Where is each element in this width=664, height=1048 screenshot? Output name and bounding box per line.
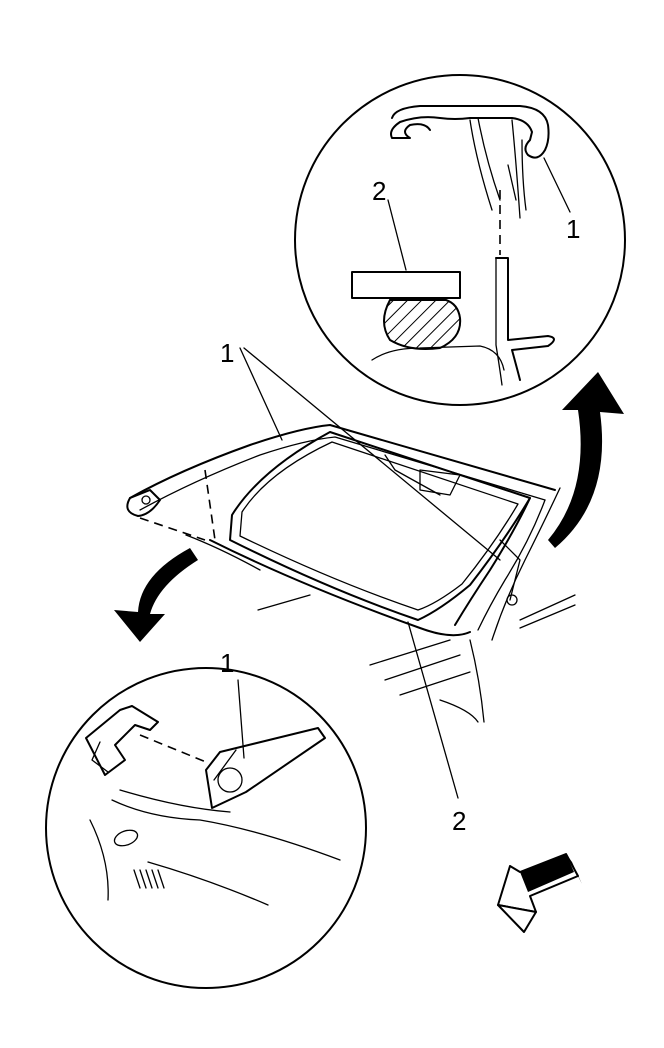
- upper-detail-arrow: [548, 372, 624, 548]
- pinch-weld: [495, 257, 555, 381]
- top-detail-view: 1 2: [294, 74, 626, 406]
- bottom-callout-1: 1: [220, 648, 234, 678]
- a-pillar: [454, 497, 531, 626]
- top-callout-1: 1: [566, 214, 580, 244]
- front-direction-arrow: [497, 853, 582, 933]
- molding-profile: [390, 105, 550, 159]
- top-callout-2: 2: [372, 176, 386, 206]
- lower-detail-arrow: [114, 548, 198, 642]
- windshield-glass: [229, 431, 531, 621]
- main-vehicle-view: 1 2: [126, 338, 576, 836]
- bottom-detail-circle: [45, 667, 367, 989]
- vent-grille: [133, 869, 165, 889]
- windshield-glass-section: [351, 271, 461, 299]
- molding-end-clip: [126, 489, 161, 517]
- molding-clip: [85, 705, 159, 776]
- upper-reveal-molding: [129, 424, 556, 499]
- urethane-bead: [383, 299, 462, 350]
- main-callout-2: 2: [452, 806, 466, 836]
- top-detail-circle: [294, 74, 626, 406]
- main-callout-1: 1: [220, 338, 234, 368]
- bottom-detail-view: 1: [45, 648, 367, 989]
- molding-end: [205, 727, 326, 809]
